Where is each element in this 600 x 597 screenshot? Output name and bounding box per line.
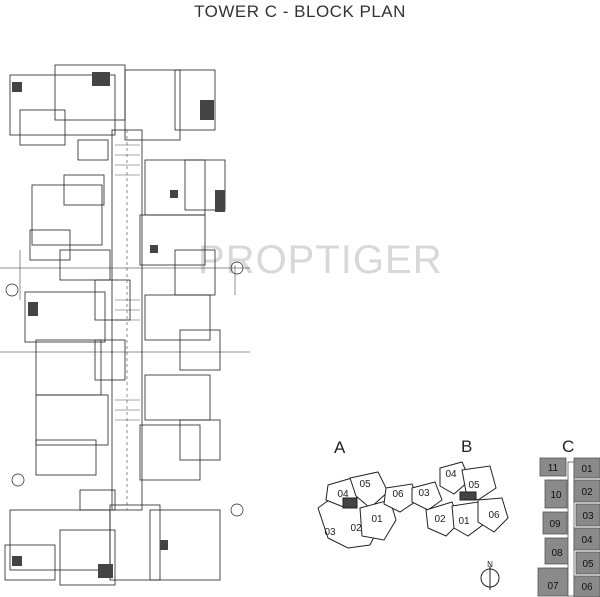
key-c-unit-05: 05 xyxy=(582,559,594,570)
stair xyxy=(77,139,109,161)
unit-06-outline xyxy=(477,497,509,533)
unit-block xyxy=(139,424,201,481)
unit-06-block xyxy=(573,575,600,597)
unit-03-block xyxy=(575,503,600,527)
unit-05-block xyxy=(575,551,600,575)
grid-marker xyxy=(230,503,244,517)
key-b-unit-05: 05 xyxy=(468,480,480,491)
unit-07-block xyxy=(537,567,569,597)
tower-floor-plan xyxy=(0,64,250,586)
unit-09-block xyxy=(542,511,568,535)
key-a-unit-02: 02 xyxy=(350,523,362,534)
key-c-unit-07: 07 xyxy=(547,581,559,592)
unit-block xyxy=(144,294,211,341)
unit-block xyxy=(9,74,116,136)
unit-block xyxy=(24,291,106,343)
unit-04-block xyxy=(573,527,600,551)
key-plan-b xyxy=(411,461,509,537)
key-c-unit-03: 03 xyxy=(582,511,594,522)
unit-block xyxy=(139,214,206,266)
unit-block xyxy=(144,374,211,421)
unit-block xyxy=(31,184,103,246)
key-a-unit-01: 01 xyxy=(371,514,383,525)
stair xyxy=(79,489,116,511)
unit-06-outline xyxy=(383,483,419,513)
key-c-unit-11: 11 xyxy=(548,463,559,474)
key-a-unit-03: 03 xyxy=(324,527,336,538)
key-b-unit-01: 01 xyxy=(458,516,470,527)
unit-01-outline xyxy=(451,501,485,537)
unit-11-block xyxy=(539,457,567,477)
lift-lobby xyxy=(94,339,126,381)
key-a-unit-06: 06 xyxy=(392,489,404,500)
page-title: TOWER C - BLOCK PLAN xyxy=(194,2,406,21)
key-plan-a xyxy=(317,471,419,549)
unit-block xyxy=(144,159,206,216)
unit-block xyxy=(109,504,161,581)
unit-01-block xyxy=(573,457,600,479)
unit-03-outline xyxy=(411,481,443,511)
grid-marker xyxy=(5,283,19,297)
key-c-unit-08: 08 xyxy=(551,548,563,559)
shaded-rooms xyxy=(12,72,225,578)
unit-block xyxy=(149,509,221,581)
key-b-unit-02: 02 xyxy=(434,514,446,525)
key-b-unit-03: 03 xyxy=(418,488,430,499)
key-plan-b-label: B xyxy=(461,437,473,456)
grid-marker xyxy=(230,261,244,275)
unit-08-block xyxy=(544,537,570,565)
key-c-unit-01: 01 xyxy=(581,464,593,475)
key-c-unit-04: 04 xyxy=(581,535,593,546)
key-a-unit-05: 05 xyxy=(359,479,371,490)
watermark: PROPTIGER xyxy=(198,238,443,282)
key-b-unit-04: 04 xyxy=(445,469,457,480)
core-b xyxy=(459,491,477,501)
key-plan-c xyxy=(537,457,600,597)
key-plan-a-label: A xyxy=(334,438,346,457)
unit-05-outline xyxy=(349,471,389,509)
unit-block xyxy=(124,69,181,141)
unit-02-block xyxy=(573,479,600,503)
unit-block xyxy=(35,394,109,446)
key-c-unit-02: 02 xyxy=(581,487,593,498)
key-b-unit-06: 06 xyxy=(488,510,500,521)
corridor-c xyxy=(567,461,575,597)
key-c-unit-10: 10 xyxy=(550,490,562,501)
core-a xyxy=(342,497,358,509)
key-plan-c-label: C xyxy=(562,437,575,456)
grid-marker xyxy=(11,473,25,487)
key-c-unit-06: 06 xyxy=(581,582,593,593)
unit-10-block xyxy=(544,479,568,509)
north-label: N xyxy=(487,560,493,569)
unit-block xyxy=(35,339,102,396)
north-arrow-icon xyxy=(480,566,500,590)
key-a-unit-04: 04 xyxy=(337,489,349,500)
key-c-unit-09: 09 xyxy=(549,519,561,530)
unit-02-outline xyxy=(425,501,461,537)
